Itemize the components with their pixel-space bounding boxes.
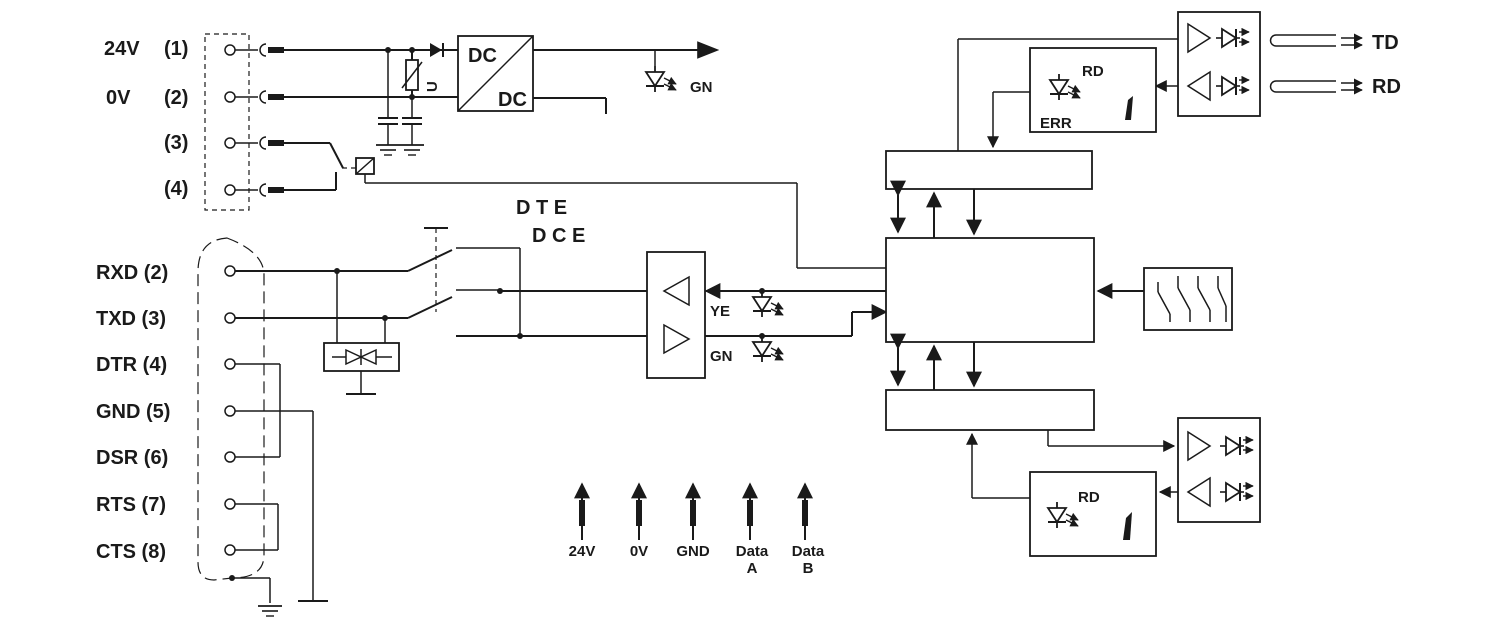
receiver-triangle-icon: [1186, 70, 1211, 102]
fiber-cable-rd: [1269, 80, 1336, 93]
lower-interface-block: [885, 389, 1095, 431]
power-supply-circuit: U DC DC: [284, 35, 720, 156]
fiber-optic-channel-top: RD ERR TD RD: [957, 11, 1401, 151]
rs232-driver: YE GN: [646, 251, 888, 379]
gn-led-label: GN: [710, 348, 733, 365]
terminal-3: [224, 136, 284, 150]
power-terminal-block: 24V (1) 0V (2) (3) (4): [104, 33, 284, 211]
pin-dsr-label: DSR (6): [96, 447, 168, 469]
switch-label-dte: D T E: [516, 197, 567, 219]
converter-output-label: DC: [498, 89, 527, 111]
pin-dtr-label: DTR (4): [96, 354, 167, 376]
terminal-2-pin: (2): [164, 87, 188, 109]
bus-label-0v: 0V: [630, 543, 648, 560]
transmitter-triangle-icon: [1187, 430, 1212, 462]
terminal-3-pin: (3): [164, 132, 188, 154]
terminal-housing: [204, 33, 250, 211]
rd-label: RD: [1372, 76, 1401, 98]
terminal-4-pin: (4): [164, 178, 188, 200]
pin-gnd-label: GND (5): [96, 401, 170, 423]
terminal-4: [224, 183, 284, 197]
pin-cts: [224, 544, 236, 556]
pin-cts-label: CTS (8): [96, 541, 166, 563]
bus-label-gnd: GND: [676, 543, 710, 560]
main-controller-block: [885, 237, 1095, 343]
bargraph-icon: [1125, 96, 1133, 120]
pin-rts-label: RTS (7): [96, 494, 166, 516]
terminal-1-pin: (1): [164, 38, 188, 60]
sub-d-connector: RXD (2) TXD (3) DTR (4) GND (5) DSR (6) …: [96, 237, 328, 617]
receiver-triangle-icon: [662, 275, 690, 307]
bus-arrow-24v: 24V: [569, 482, 596, 560]
terminal-1: [224, 43, 284, 57]
bus-label-data-b-sub: B: [803, 560, 814, 577]
sub-d-housing: [197, 237, 265, 581]
bus-label-24v: 24V: [569, 543, 596, 560]
pin-txd-label: TXD (3): [96, 308, 166, 330]
controller: [885, 150, 1233, 431]
bus-arrow-data-b: Data B: [792, 482, 825, 577]
terminal-1-signal: 24V: [104, 38, 140, 60]
err-led-label-rd: RD: [1082, 63, 1104, 80]
diode-icon: [430, 43, 444, 57]
pin-dsr: [224, 451, 236, 463]
error-diagnostic-block-bottom: [1029, 471, 1157, 557]
receiver-triangle-icon: [1186, 476, 1211, 508]
pin-rxd-label: RXD (2): [96, 262, 168, 284]
upper-interface-block: [885, 150, 1093, 190]
ground-icon: [257, 605, 283, 617]
driver-triangle-icon: [663, 323, 691, 355]
bus-arrow-gnd: GND: [676, 482, 710, 560]
td-label: TD: [1372, 32, 1399, 54]
error-diagnostic-block: [1029, 47, 1157, 133]
power-led-icon: [646, 50, 676, 92]
bus-arrow-0v: 0V: [630, 482, 648, 560]
bus-label-data-a: Data: [736, 543, 769, 560]
switch-label-dce: D C E: [532, 225, 585, 247]
tvs-diode-icon: [323, 342, 400, 395]
err-label: ERR: [1040, 115, 1072, 132]
pin-txd: [224, 312, 236, 324]
protection-and-switch: D T E D C E: [235, 197, 650, 395]
terminal-2: [224, 90, 284, 104]
gn-led-icon: [753, 336, 783, 362]
bus-label-data-b: Data: [792, 543, 825, 560]
bus-arrow-data-a: Data A: [736, 482, 769, 577]
ye-led-icon: [753, 291, 783, 317]
converter-input-label: DC: [468, 45, 497, 67]
dte-dce-switch-icon: [407, 227, 650, 339]
capacitor-icon: [399, 97, 425, 156]
varistor-label: U: [424, 81, 441, 92]
relay-contact: [284, 142, 886, 269]
fiber-cable-td: [1269, 34, 1336, 47]
terminal-2-signal: 0V: [106, 87, 131, 109]
bus-connections: 24V 0V GND Data A Data B: [569, 482, 825, 577]
transmitter-triangle-icon: [1187, 22, 1212, 54]
err-led-label-rd-bottom: RD: [1078, 489, 1100, 506]
varistor-icon: U: [401, 50, 441, 97]
fiber-optic-channel-bottom: RD: [966, 417, 1261, 557]
ye-led-label: YE: [710, 303, 730, 320]
capacitor-icon: [375, 50, 401, 156]
pin-gnd: [224, 405, 236, 417]
bargraph-icon: [1123, 512, 1132, 540]
power-led-label: GN: [690, 79, 713, 96]
dip-switch-icon: [1143, 267, 1233, 331]
bus-label-data-a-sub: A: [747, 560, 758, 577]
pin-rxd: [224, 265, 236, 277]
pin-dtr: [224, 358, 236, 370]
pin-rts: [224, 498, 236, 510]
dc-dc-converter: DC DC: [457, 35, 534, 112]
